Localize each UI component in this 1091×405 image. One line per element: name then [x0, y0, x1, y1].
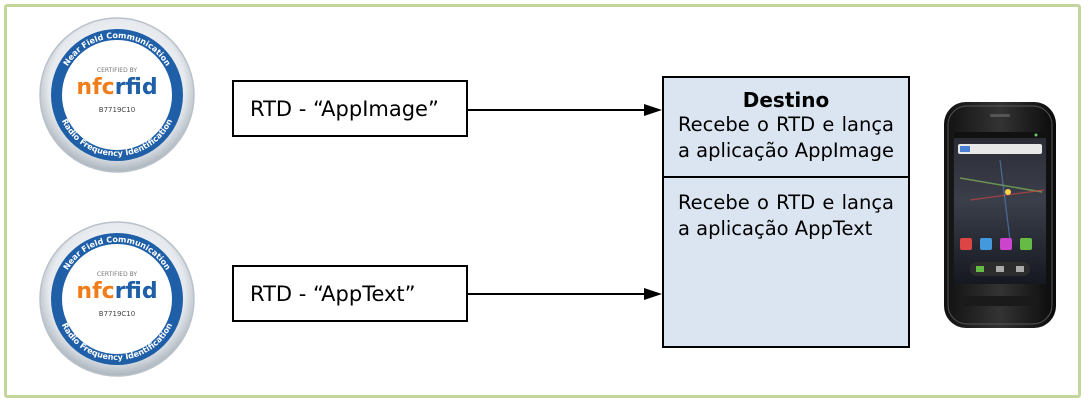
arrow-to-destination-2	[466, 288, 662, 300]
nfc-tag-icon: Near Field Communication Radio Frequency…	[38, 220, 196, 378]
destination-box: Destino Recebe o RTD e lança a aplicação…	[662, 76, 910, 348]
rtd-apptext-box: RTD - “AppText”	[232, 265, 468, 322]
tag-logo-text: nfcrfid	[76, 75, 157, 100]
tag-certified-text: CERTIFIED BY	[97, 271, 137, 278]
rtd-appimage-box: RTD - “AppImage”	[232, 80, 468, 137]
handler-apptext-text: Recebe o RTD e lança a aplicação AppText	[678, 191, 894, 240]
tag-code-text: B7719C10	[99, 106, 135, 114]
tag-code-text: B7719C10	[99, 310, 135, 318]
nfc-tag-icon: Near Field Communication Radio Frequency…	[38, 16, 196, 174]
destination-title: Destino	[742, 88, 830, 112]
smartphone-icon	[940, 100, 1060, 330]
handler-appimage-text: Recebe o RTD e lança a aplicação AppImag…	[678, 113, 894, 162]
destination-divider	[664, 176, 908, 178]
tag-certified-text: CERTIFIED BY	[97, 67, 137, 74]
arrow-to-destination-1	[466, 104, 662, 116]
tag-logo-text: nfcrfid	[76, 279, 157, 304]
rtd-apptext-label: RTD - “AppText”	[250, 281, 416, 306]
rtd-appimage-label: RTD - “AppImage”	[250, 96, 439, 121]
